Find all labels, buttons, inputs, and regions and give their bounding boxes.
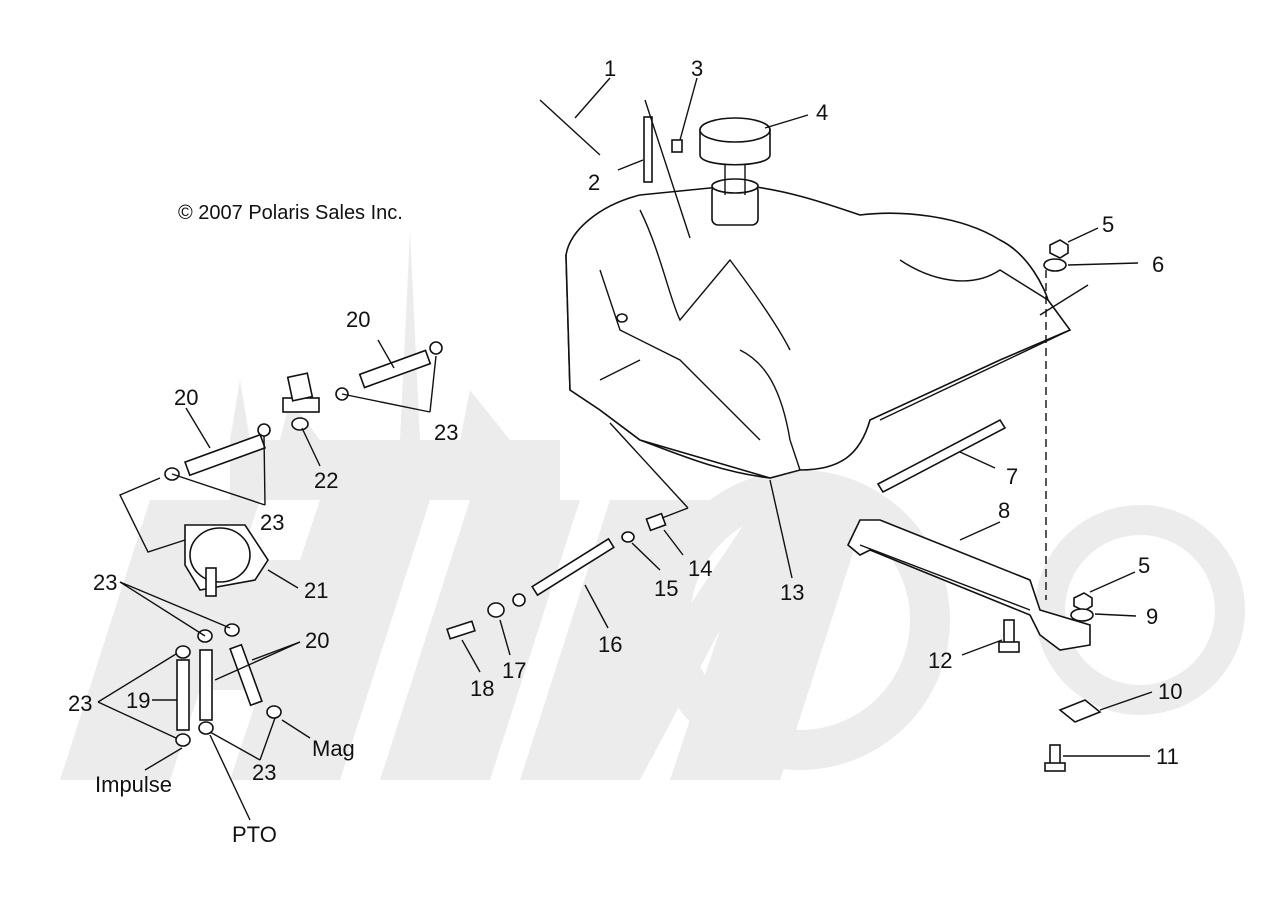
label-mag: Mag (312, 736, 355, 761)
watermark (60, 230, 1245, 780)
callout-15: 15 (654, 576, 678, 601)
clamp-15 (621, 531, 635, 543)
fuel-hose-16 (531, 537, 615, 597)
bolt-12 (998, 619, 1020, 653)
fuel-cap (699, 117, 771, 195)
callout-1: 1 (604, 56, 616, 81)
fuel-hose-19 (176, 659, 190, 731)
isolator-pad (1058, 699, 1102, 723)
grommet-17 (487, 602, 505, 618)
vent-fitting (671, 139, 683, 153)
callout-23-lower-left: 23 (68, 691, 92, 716)
fuel-hose-20d (229, 643, 263, 707)
vent-hose (643, 116, 653, 183)
callout-13: 13 (780, 580, 804, 605)
nut-top (1049, 239, 1069, 259)
clamp-23g (175, 645, 191, 659)
callout-7: 7 (1006, 464, 1018, 489)
clamp-23f (224, 623, 240, 637)
fuel-hose-20c (199, 649, 213, 721)
clamp-23b (257, 423, 271, 437)
tank-fitting (645, 512, 667, 532)
callout-10: 10 (1158, 679, 1182, 704)
tank-bracket (847, 519, 1091, 651)
bolt-11 (1044, 744, 1066, 772)
callout-23-pump: 23 (93, 570, 117, 595)
callout-11: 11 (1156, 744, 1179, 769)
callout-8: 8 (998, 498, 1010, 523)
foam-strip (876, 418, 1007, 494)
cable-tie (539, 99, 601, 156)
clamp-17b (512, 593, 526, 607)
callout-22: 22 (314, 468, 338, 493)
callout-20-pump: 20 (305, 628, 329, 653)
callout-4: 4 (816, 100, 828, 125)
callout-5-bottom: 5 (1138, 553, 1150, 578)
callout-5-top: 5 (1102, 212, 1114, 237)
callout-14: 14 (688, 556, 712, 581)
callout-9: 9 (1146, 604, 1158, 629)
fuel-pump (184, 524, 269, 597)
callout-18: 18 (470, 676, 494, 701)
callout-19: 19 (126, 688, 150, 713)
inline-fitting-18 (446, 620, 476, 640)
callout-2: 2 (588, 170, 600, 195)
clamp-23j (266, 705, 282, 719)
callout-21: 21 (304, 578, 328, 603)
callout-23-mid: 23 (260, 510, 284, 535)
label-impulse: Impulse (95, 772, 172, 797)
nut-bottom (1073, 592, 1093, 612)
callout-17: 17 (502, 658, 526, 683)
port-labels: Impulse PTO Mag (95, 736, 355, 847)
clamp-23i (198, 721, 214, 735)
callout-20-top: 20 (346, 307, 370, 332)
clamp-23h (175, 733, 191, 747)
callout-20-left: 20 (174, 385, 198, 410)
clamp-23d (429, 341, 443, 355)
callout-6: 6 (1152, 252, 1164, 277)
leader-lines (97, 77, 1153, 821)
fuel-valve (282, 372, 320, 431)
callouts: 1 2 3 4 5 6 7 8 5 9 10 11 12 13 14 15 16… (68, 56, 1182, 785)
copyright-text: © 2007 Polaris Sales Inc. (178, 202, 403, 224)
fuel-hose-20a (183, 433, 267, 477)
callout-3: 3 (691, 56, 703, 81)
callout-16: 16 (598, 632, 622, 657)
callout-23-lower: 23 (252, 760, 276, 785)
fuel-tank (565, 178, 1072, 479)
callout-12: 12 (928, 648, 952, 673)
washer-top (1043, 258, 1067, 272)
fuel-hose-20b (358, 349, 432, 389)
washer-bottom (1070, 608, 1094, 622)
label-pto: PTO (232, 822, 277, 847)
callout-23-right: 23 (434, 420, 458, 445)
